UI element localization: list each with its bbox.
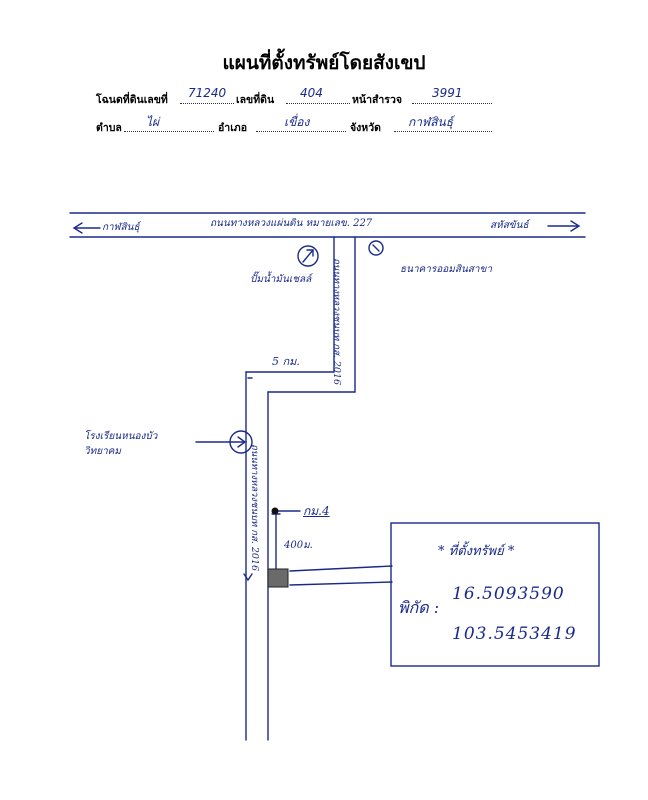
survey-page-label: หน้าสำรวจ (352, 94, 402, 106)
property-parcel (267, 568, 289, 588)
distance-5km-label: 5 กม. (272, 355, 300, 368)
land-no-value: 404 (300, 86, 323, 100)
bank-label: ธนาคารออมสินสาขา (400, 264, 492, 275)
school-label: โรงเรียนหนองบัว วิทยาคม (84, 431, 158, 457)
gas-station-label: ปั๊มน้ำมันเชลล์ (250, 274, 312, 285)
district-label: อำเภอ (218, 122, 248, 134)
latitude-value: 16.5093590 (452, 584, 565, 604)
lower-road-arrowhead (243, 573, 253, 582)
left-arrowhead (72, 222, 83, 234)
subdistrict-value: ไผ่ (146, 115, 160, 129)
deed-label: โฉนดที่ดินเลขที่ (96, 94, 168, 106)
coord-label: พิกัด : (398, 598, 440, 617)
province-field (394, 119, 492, 132)
province-value: กาฬสินธุ์ (408, 115, 454, 129)
longitude-value: 103.5453419 (452, 624, 577, 644)
bank-marker (368, 240, 384, 256)
district-field (256, 119, 346, 132)
branch-road-upper-label: ถนนทางหลวงชนบท กส. 2016 (331, 258, 342, 386)
right-arrowhead (570, 220, 581, 232)
km-marker-label: กม.4 (303, 504, 330, 518)
bank-arrow (372, 244, 380, 252)
branch-road-lower-label: ถนนทางหลวงชนบท กส. 2016 (249, 444, 260, 572)
survey-page-field (412, 91, 492, 104)
km-marker-dot (271, 507, 279, 515)
province-label: จังหวัด (350, 122, 381, 134)
gas-station-arrowhead (306, 249, 314, 257)
location-box-heading: * ที่ตั้งทรัพย์ * (438, 544, 515, 559)
survey-page-value: 3991 (432, 86, 463, 100)
subdistrict-label: ตำบล (96, 122, 122, 134)
location-box-frame (390, 522, 600, 667)
right-direction-label: สหัสขันธ์ (490, 220, 529, 231)
gas-station-arrow (302, 249, 314, 263)
gas-station-marker (297, 245, 319, 267)
property-pointer-top (289, 565, 393, 572)
deed-value: 71240 (188, 86, 227, 100)
main-road-label: ถนนทางหลวงแผ่นดิน หมายเลข. 227 (210, 218, 373, 229)
district-value: เขื่อง (284, 115, 310, 129)
subdistrict-field (124, 119, 214, 132)
property-pointer-bottom (289, 581, 393, 586)
land-no-label: เลขที่ดิน (236, 94, 275, 106)
left-direction-label: กาฬสินธุ์ (102, 222, 140, 233)
land-no-field (286, 91, 350, 104)
distance-400m-label: 400ม. (284, 540, 313, 551)
deed-field (180, 91, 234, 104)
page-title: แผนที่ตั้งทรัพย์โดยสังเขป (222, 52, 426, 74)
school-arrowhead (237, 436, 247, 448)
